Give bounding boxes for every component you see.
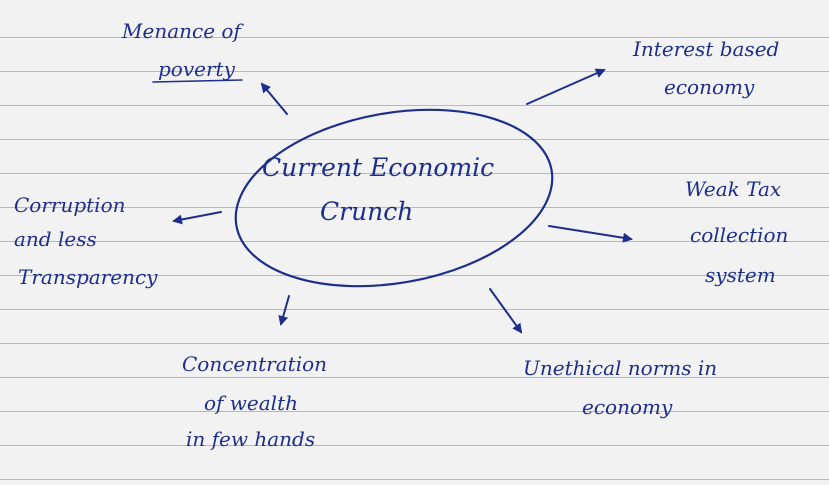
corruption-line1: Corruption (14, 193, 126, 217)
center-title-line2: Crunch (320, 197, 413, 226)
interest-based-economy-line1: Interest based (632, 37, 779, 61)
weak-tax-line1: Weak Tax (685, 177, 781, 201)
arrow-to-concentration-of-wealth (278, 295, 290, 326)
poverty-underline (152, 79, 243, 83)
interest-based-economy-line2: economy (664, 75, 755, 99)
center-title-line1: Current Economic (262, 153, 494, 182)
arrow-to-corruption (172, 211, 222, 225)
menance-of-poverty-line2: poverty (158, 57, 236, 81)
arrow-to-unethical-norms (489, 288, 523, 334)
arrow-to-menance-of-poverty (260, 82, 288, 115)
central-ellipse (234, 108, 554, 288)
corruption-line2: and less (14, 227, 97, 251)
concentration-line1: Concentration (182, 352, 327, 376)
arrow-to-interest-based-economy (526, 68, 606, 105)
concentration-line3: in few hands (186, 427, 315, 451)
weak-tax-line3: system (705, 263, 776, 287)
weak-tax-line2: collection (690, 223, 788, 247)
corruption-line3: Transparency (18, 265, 158, 289)
unethical-norms-line1: Unethical norms in (523, 356, 717, 380)
unethical-norms-line2: economy (582, 395, 673, 419)
menance-of-poverty-line1: Menance of (121, 19, 244, 43)
arrow-to-weak-tax-collection-system (548, 225, 633, 243)
concentration-line2: of wealth (204, 391, 298, 415)
